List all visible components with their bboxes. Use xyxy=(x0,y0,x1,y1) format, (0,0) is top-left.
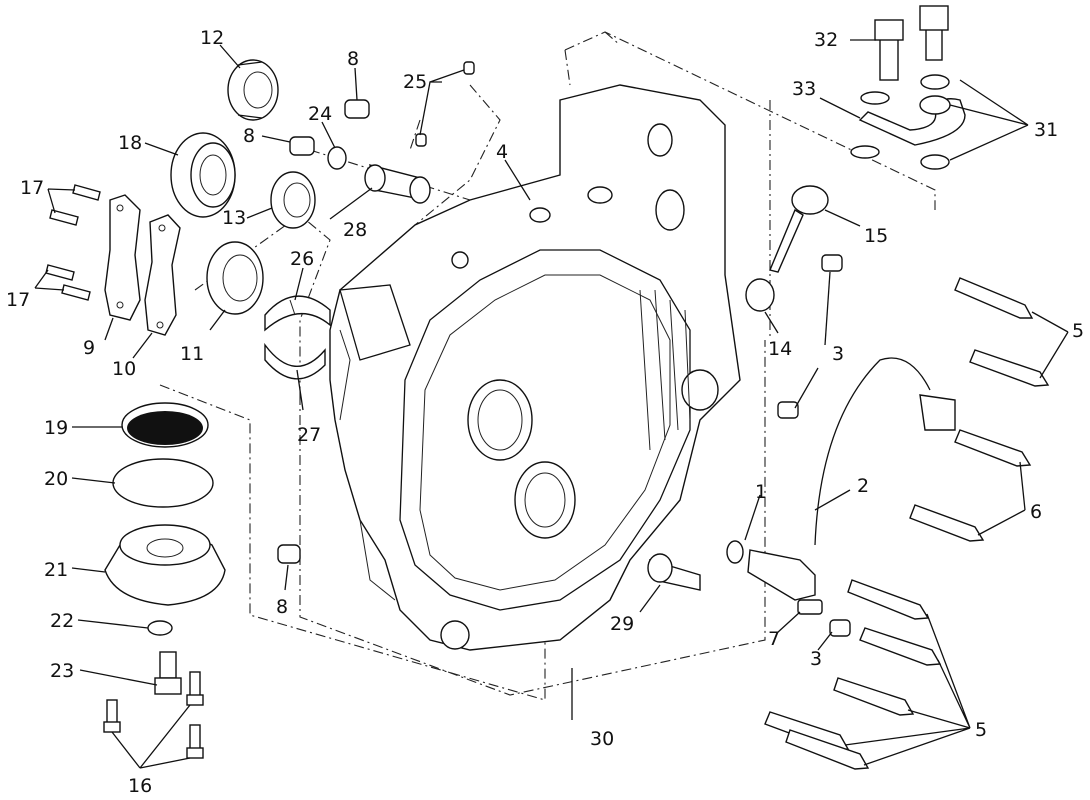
label-18: 18 xyxy=(118,132,142,154)
washer-22 xyxy=(147,620,173,636)
bolt-set-6 xyxy=(909,429,1032,542)
label-2: 2 xyxy=(857,475,869,497)
long-bolt-set-5 xyxy=(764,277,1050,770)
label-15: 15 xyxy=(864,225,888,247)
bearing-shell-27 xyxy=(264,342,326,380)
label-17-bottom: 17 xyxy=(6,289,30,311)
dowel-pin-8-bottom xyxy=(277,544,301,564)
sealing-washer-33 xyxy=(850,91,890,159)
oil-pipe-31 xyxy=(858,74,966,170)
label-8-bottom: 8 xyxy=(276,596,288,618)
label-26: 26 xyxy=(290,248,314,270)
bolt-16-set xyxy=(103,671,204,759)
o-ring-20 xyxy=(112,458,214,508)
label-10: 10 xyxy=(112,358,136,380)
label-7: 7 xyxy=(768,628,780,650)
dowel-pin-8-top xyxy=(344,99,370,119)
label-25: 25 xyxy=(403,71,427,93)
label-22: 22 xyxy=(50,610,74,632)
label-23: 23 xyxy=(50,660,74,682)
bolt-7 xyxy=(797,599,823,615)
dowel-pin-3-mid xyxy=(777,401,799,419)
leader-lines xyxy=(34,39,1069,769)
label-19: 19 xyxy=(44,417,68,439)
banjo-bolt-32-left xyxy=(874,19,904,81)
label-12: 12 xyxy=(200,27,224,49)
label-5-bottom: 5 xyxy=(975,719,987,741)
gasket-plate-9 xyxy=(104,194,141,321)
filter-screen-19 xyxy=(121,402,209,448)
label-3-top: 3 xyxy=(832,343,844,365)
bearing-13 xyxy=(270,171,316,229)
dipstick-15 xyxy=(769,185,829,273)
label-17-top: 17 xyxy=(20,177,44,199)
label-21: 21 xyxy=(44,559,68,581)
label-28: 28 xyxy=(343,219,367,241)
strainer-cover-21 xyxy=(104,524,226,606)
drain-bolt-23 xyxy=(154,651,182,695)
label-33: 33 xyxy=(792,78,816,100)
label-3-bottom: 3 xyxy=(810,648,822,670)
label-29: 29 xyxy=(610,613,634,635)
label-24: 24 xyxy=(308,103,332,125)
speed-sensor-2 xyxy=(747,357,956,601)
label-16: 16 xyxy=(128,775,152,797)
label-27: 27 xyxy=(297,424,321,446)
label-1: 1 xyxy=(755,481,767,503)
o-ring-1 xyxy=(726,540,744,564)
label-14: 14 xyxy=(768,338,792,360)
label-6: 6 xyxy=(1030,501,1042,523)
o-ring-14 xyxy=(745,278,775,312)
dowel-pin-8-mid xyxy=(289,136,315,156)
sleeve-28 xyxy=(364,164,431,204)
bearing-11 xyxy=(206,241,264,315)
dowel-pin-3-bottom xyxy=(829,619,851,637)
shaft-29 xyxy=(647,553,701,591)
dowel-pin-3-top xyxy=(821,254,843,272)
banjo-bolt-32-right xyxy=(919,5,949,61)
bearing-shell-26 xyxy=(264,295,331,332)
label-8-top: 8 xyxy=(347,48,359,70)
label-13: 13 xyxy=(222,207,246,229)
label-31: 31 xyxy=(1034,119,1058,141)
o-ring-24 xyxy=(327,146,347,170)
part-labels: 12 8 25 24 8 18 4 17 13 28 26 17 9 11 10… xyxy=(6,27,1084,797)
label-20: 20 xyxy=(44,468,68,490)
label-30: 30 xyxy=(590,728,614,750)
label-11: 11 xyxy=(180,343,204,365)
bearing-12 xyxy=(227,59,279,121)
label-5-top: 5 xyxy=(1072,320,1084,342)
label-4: 4 xyxy=(496,141,508,163)
crankcase-half xyxy=(329,84,741,651)
label-32: 32 xyxy=(814,29,838,51)
bolt-17-set xyxy=(45,184,101,301)
label-8-mid: 8 xyxy=(243,125,255,147)
gasket-10 xyxy=(144,214,181,336)
label-9: 9 xyxy=(83,337,95,359)
bearing-18 xyxy=(170,132,236,218)
pin-25 xyxy=(415,61,475,147)
